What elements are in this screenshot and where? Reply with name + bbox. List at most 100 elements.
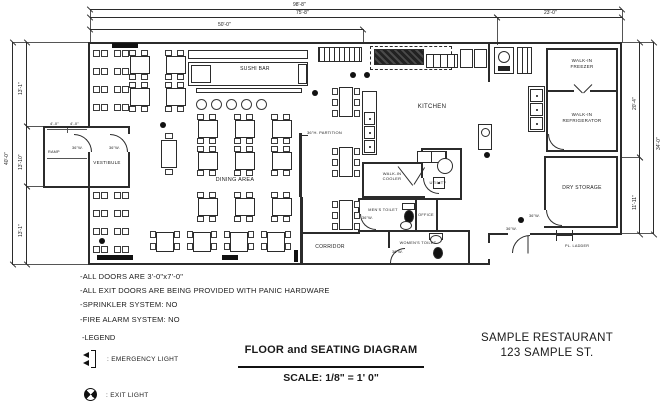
seating-t2v — [160, 133, 178, 175]
chair — [332, 170, 338, 177]
emergency-light-arrow — [83, 360, 89, 366]
dimension-line — [26, 186, 27, 264]
dimension-line — [26, 126, 27, 186]
sink-basin-circle — [498, 51, 510, 63]
counter-fixture — [188, 50, 308, 59]
chair — [234, 114, 241, 120]
chair — [283, 170, 290, 176]
annotation-label: 36"W. — [72, 146, 84, 150]
wall — [43, 186, 130, 188]
chair — [354, 148, 360, 155]
dimension-label: 50'-0" — [218, 22, 231, 28]
chair — [122, 50, 129, 57]
seating-t4v — [196, 192, 220, 222]
wall — [43, 126, 45, 188]
chair — [165, 169, 173, 175]
note-line: -SPRINKLER SYSTEM: NO — [80, 300, 178, 309]
door-swing-arc — [546, 210, 562, 226]
seating-t6v — [332, 86, 360, 118]
note-line: -FIRE ALARM SYSTEM: NO — [80, 315, 180, 324]
wall — [88, 263, 490, 265]
chair — [93, 192, 100, 199]
seating-chairrow — [93, 228, 129, 236]
seating-stool — [211, 99, 222, 110]
equipment-box — [364, 112, 375, 125]
chair — [332, 88, 338, 95]
wall — [300, 197, 303, 265]
seating-t6v — [332, 146, 360, 178]
chair — [285, 243, 291, 250]
dimension-line — [639, 42, 640, 157]
room-label-dining-area: DINING AREA — [215, 177, 255, 183]
chair — [122, 210, 129, 217]
table — [235, 198, 255, 216]
seating-t4v — [164, 82, 188, 112]
annotation-label: 36"W. — [529, 214, 541, 218]
lavatory-fixture — [400, 221, 412, 230]
chair — [209, 146, 216, 152]
exit-door-leaf — [97, 255, 133, 260]
annotation-label: 36"W. — [392, 250, 404, 254]
seating-stool — [241, 99, 252, 110]
dimension-extension-line — [47, 158, 87, 159]
annotation-label: 4'-0" — [70, 121, 79, 126]
equipment-dot — [535, 108, 538, 111]
chair — [101, 104, 108, 111]
chair — [283, 216, 290, 222]
equipment-circle — [481, 128, 490, 137]
dimension-label: 40'-0" — [4, 152, 10, 165]
chair — [101, 68, 108, 75]
room-label-corridor: CORRIDOR — [315, 244, 345, 250]
seating-t4h — [150, 230, 180, 254]
room-label-office: OFFICE — [418, 213, 434, 217]
lavatory-fixture — [430, 235, 442, 244]
annotation-label: 36"W. — [109, 146, 121, 150]
wall — [388, 232, 390, 248]
emergency-light-arrow — [83, 352, 89, 358]
chair — [332, 201, 338, 208]
chair — [224, 231, 230, 238]
mop-sink — [437, 158, 453, 174]
chair — [122, 228, 129, 235]
chair — [93, 68, 100, 75]
chair — [224, 243, 230, 250]
dimension-line — [639, 157, 640, 234]
legend-item-label: : EMERGENCY LIGHT — [107, 356, 179, 363]
chair — [122, 104, 129, 111]
chair — [177, 106, 184, 112]
chair — [150, 243, 156, 250]
chair — [101, 50, 108, 57]
chair — [114, 228, 121, 235]
wall — [362, 162, 364, 198]
dimension-label: 20'-4" — [632, 97, 638, 110]
table — [193, 232, 211, 252]
chair — [248, 231, 254, 238]
exit-light-icon — [84, 388, 97, 401]
chair — [122, 192, 129, 199]
project-block: SAMPLE RESTAURANT 123 SAMPLE ST. — [462, 331, 632, 361]
counter-fixture — [402, 203, 415, 210]
chair — [209, 138, 216, 144]
wall — [488, 233, 622, 235]
chair — [197, 216, 204, 222]
equipment-box — [530, 103, 543, 116]
table — [161, 140, 177, 168]
dimension-label: 75'-8" — [296, 10, 309, 16]
seating-stool — [196, 99, 207, 110]
room-label-vestibule: VESTIBULE — [93, 160, 121, 165]
seating-chairrow — [93, 210, 129, 218]
dimension-label: 13'-1" — [18, 224, 24, 237]
annotation-label: 36"W. — [362, 216, 374, 220]
project-address: 123 SAMPLE ST. — [500, 346, 594, 359]
chair — [209, 192, 216, 198]
chair — [101, 246, 108, 253]
door-leaf-line — [573, 84, 583, 94]
dimension-extension-line — [12, 42, 88, 43]
wall — [436, 200, 438, 230]
legend-item-label: : EXIT LIGHT — [106, 392, 149, 399]
table — [198, 198, 218, 216]
chair — [271, 216, 278, 222]
dimension-label: 23'-0" — [544, 10, 557, 16]
stool — [226, 99, 237, 110]
